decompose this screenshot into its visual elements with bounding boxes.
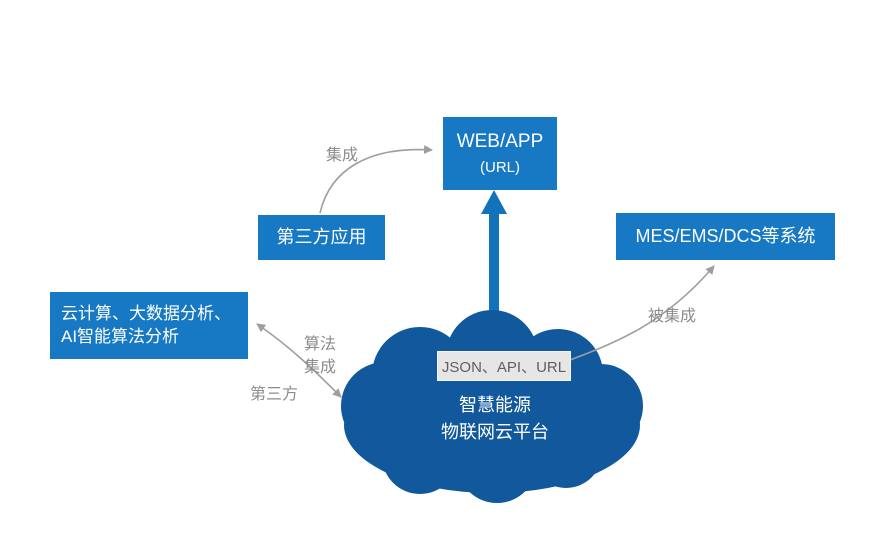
platform-title-line2: 物联网云平台 bbox=[441, 422, 549, 442]
analytics-line2: AI智能算法分析 bbox=[61, 326, 180, 346]
analytics-line1: 云计算、大数据分析、 bbox=[61, 303, 231, 323]
third-party-app-label: 第三方应用 bbox=[276, 227, 367, 248]
platform-title-line1: 智慧能源 bbox=[459, 395, 531, 415]
webapp-title: WEB/APP bbox=[456, 131, 544, 153]
third-party-app-node: 第三方应用 bbox=[258, 215, 385, 260]
analytics-node: 云计算、大数据分析、 AI智能算法分析 bbox=[50, 292, 248, 359]
api-protocol-label: JSON、API、URL bbox=[441, 358, 567, 376]
mes-label: MES/EMS/DCS等系统 bbox=[635, 226, 816, 247]
platform-to-webapp-arrow bbox=[481, 190, 507, 350]
algorithm-edge-label-line2: 集成 bbox=[304, 359, 337, 376]
webapp-subtitle: (URL) bbox=[480, 158, 520, 176]
third-party-edge-label: 第三方 bbox=[250, 386, 299, 403]
webapp-node: WEB/APP (URL) bbox=[443, 117, 557, 190]
analytics-platform-arrow bbox=[256, 323, 342, 398]
api-protocol-chip: JSON、API、URL bbox=[437, 351, 571, 381]
platform-title: 智慧能源 物联网云平台 bbox=[400, 392, 590, 446]
be-integrated-edge-label: 被集成 bbox=[648, 308, 697, 325]
cloud-platform-shape bbox=[341, 310, 643, 503]
mes-node: MES/EMS/DCS等系统 bbox=[616, 213, 835, 260]
integrate-edge-label: 集成 bbox=[326, 147, 359, 164]
algorithm-edge-label-line1: 算法 bbox=[304, 336, 337, 353]
thirdparty-to-webapp-arrow bbox=[319, 145, 433, 214]
